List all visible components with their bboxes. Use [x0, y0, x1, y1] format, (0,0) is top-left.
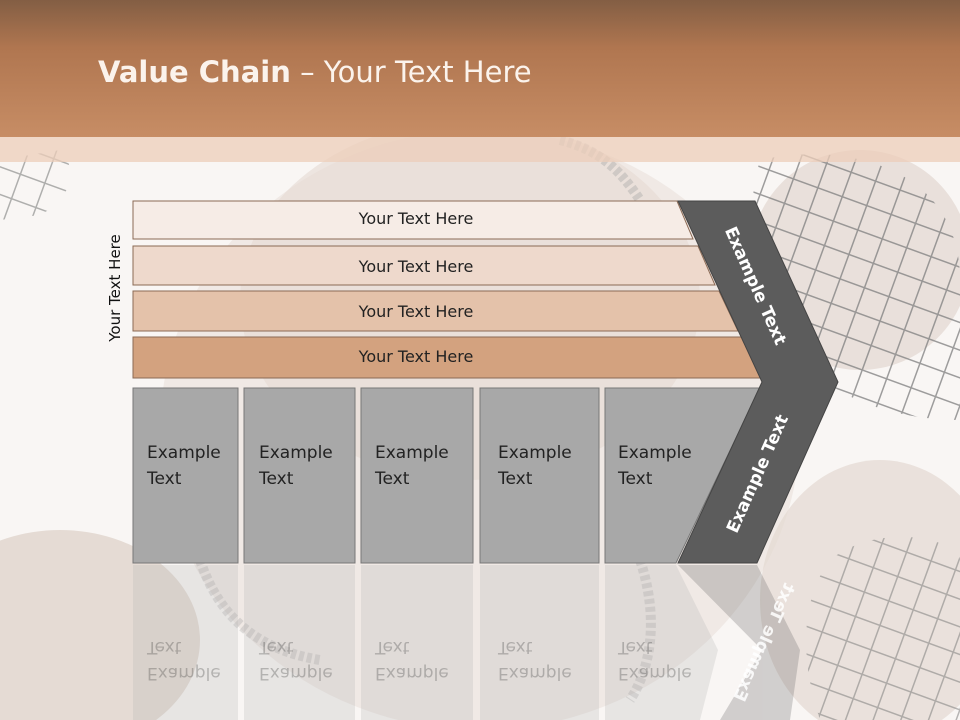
- bar-2: [132, 245, 716, 286]
- reflection-shapes: [133, 565, 800, 720]
- column-2-label: Example Text: [259, 440, 359, 492]
- column-2: [243, 387, 356, 564]
- column-2-line2: Text: [259, 469, 294, 489]
- column-3-label: Example Text: [375, 440, 475, 492]
- column-5-line1: Example: [618, 443, 692, 463]
- column-1-line2: Text: [147, 469, 182, 489]
- bar-1-label: Your Text Here: [358, 209, 474, 228]
- column-1: [132, 387, 239, 564]
- bar-4-label: Your Text Here: [358, 347, 474, 366]
- column-1-line1: Example: [147, 443, 221, 463]
- column-3: [360, 387, 474, 564]
- column-2-line1: Example: [259, 443, 333, 463]
- bar-2-label: Your Text Here: [358, 257, 474, 276]
- bar-3-label: Your Text Here: [358, 302, 474, 321]
- column-3-line2: Text: [375, 469, 410, 489]
- column-3-line1: Example: [375, 443, 449, 463]
- side-label: Your Text Here: [106, 234, 124, 342]
- column-1-label: Example Text: [147, 440, 247, 492]
- slide-title: Value Chain – Your Text Here: [98, 55, 532, 89]
- chevron-arrow: [677, 200, 839, 564]
- column-5-label: Example Text: [618, 440, 718, 492]
- column-5: [604, 387, 761, 564]
- column-4-line1: Example: [498, 443, 572, 463]
- column-4-line2: Text: [498, 469, 533, 489]
- title-rest: – Your Text Here: [290, 55, 532, 89]
- bar-1: [132, 200, 694, 240]
- header-bar: [0, 0, 960, 137]
- column-4-label: Example Text: [498, 440, 598, 492]
- column-5-line2: Text: [618, 469, 653, 489]
- column-4: [479, 387, 600, 564]
- header-stripe: [0, 137, 960, 162]
- title-bold: Value Chain: [98, 55, 291, 89]
